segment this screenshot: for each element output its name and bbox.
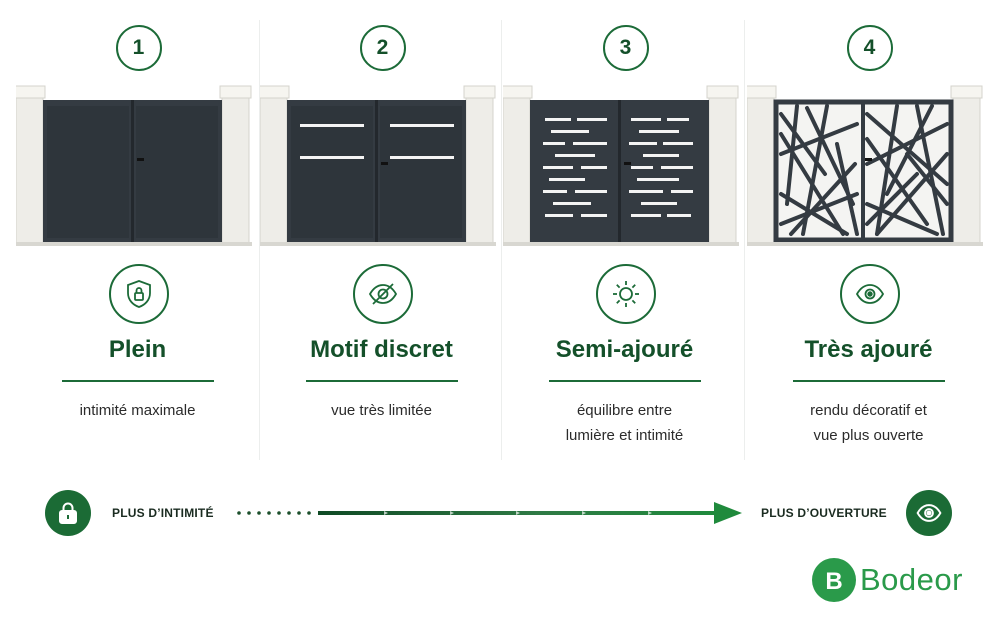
gate-open-pattern-illustration <box>747 85 983 246</box>
title-underline <box>792 380 945 382</box>
step-number: 2 <box>359 25 406 71</box>
eye-off-icon <box>352 264 413 324</box>
brand-name: Bodeor <box>860 562 963 597</box>
gate-discreet-illustration <box>260 85 496 246</box>
option-title: Motif discret <box>310 336 453 363</box>
shield-lock-icon <box>108 264 169 324</box>
description-line: vue très limitée <box>331 402 432 419</box>
column-divider <box>744 20 745 460</box>
scale-left-label: PLUS D’INTIMITÉ <box>112 506 214 520</box>
option-plein: 1 Plein intimité maximale <box>16 0 259 460</box>
eye-icon <box>839 264 900 324</box>
title-underline <box>61 380 214 382</box>
step-number: 3 <box>602 25 649 71</box>
step-number: 4 <box>846 25 893 71</box>
brand-mark: B <box>812 558 856 602</box>
description-line: rendu décoratif et <box>810 402 927 419</box>
option-tres-ajoure: 4 Très ajouré <box>747 0 990 460</box>
scale-right-label: PLUS D’OUVERTURE <box>761 506 887 520</box>
eye-icon <box>906 490 952 536</box>
description-line: intimité maximale <box>79 402 196 419</box>
padlock-icon <box>45 490 91 536</box>
intimacy-openness-arrow <box>237 502 742 524</box>
sun-icon <box>595 264 656 324</box>
option-motif-discret: 2 Motif discret vue très limitée <box>260 0 503 460</box>
option-semi-ajoure: 3 <box>503 0 746 460</box>
gate-solid-illustration <box>16 85 252 246</box>
description-line: équilibre entre <box>576 402 673 419</box>
title-underline <box>305 380 458 382</box>
step-number: 1 <box>115 25 162 71</box>
option-title: Semi-ajouré <box>555 336 694 363</box>
option-description: vue très limitée <box>280 398 483 423</box>
gate-semi-open-illustration <box>503 85 739 246</box>
svg-text:B: B <box>825 568 842 594</box>
column-divider <box>501 20 502 460</box>
option-description: équilibre entre lumière et intimité <box>523 398 726 448</box>
option-description: intimité maximale <box>36 398 239 423</box>
option-description: rendu décoratif et vue plus ouverte <box>767 398 970 448</box>
description-line: lumière et intimité <box>565 427 684 444</box>
option-title: Plein <box>108 336 167 363</box>
description-line: vue plus ouverte <box>813 427 924 444</box>
option-title: Très ajouré <box>804 336 933 363</box>
title-underline <box>548 380 701 382</box>
brand-logo: B Bodeor <box>812 558 963 602</box>
